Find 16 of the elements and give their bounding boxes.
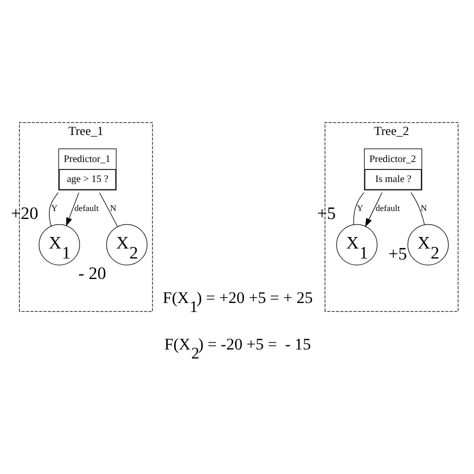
- node-label: +5: [317, 202, 336, 222]
- connector: [48, 192, 59, 226]
- arrow: [66, 192, 80, 226]
- edge-label: N: [110, 202, 116, 212]
- edge-label: Y: [356, 202, 364, 212]
- edge-label: default: [376, 202, 400, 212]
- edge-label: default: [74, 202, 99, 212]
- connector: [99, 192, 118, 226]
- edge-label: N: [420, 202, 427, 212]
- connector: [353, 192, 364, 224]
- edge-label: Y: [51, 202, 58, 212]
- node-label: - 20: [78, 262, 106, 282]
- arrow: [365, 192, 382, 227]
- node-label: +20: [10, 202, 38, 222]
- connector: [410, 192, 425, 224]
- node-label: +5: [388, 243, 408, 264]
